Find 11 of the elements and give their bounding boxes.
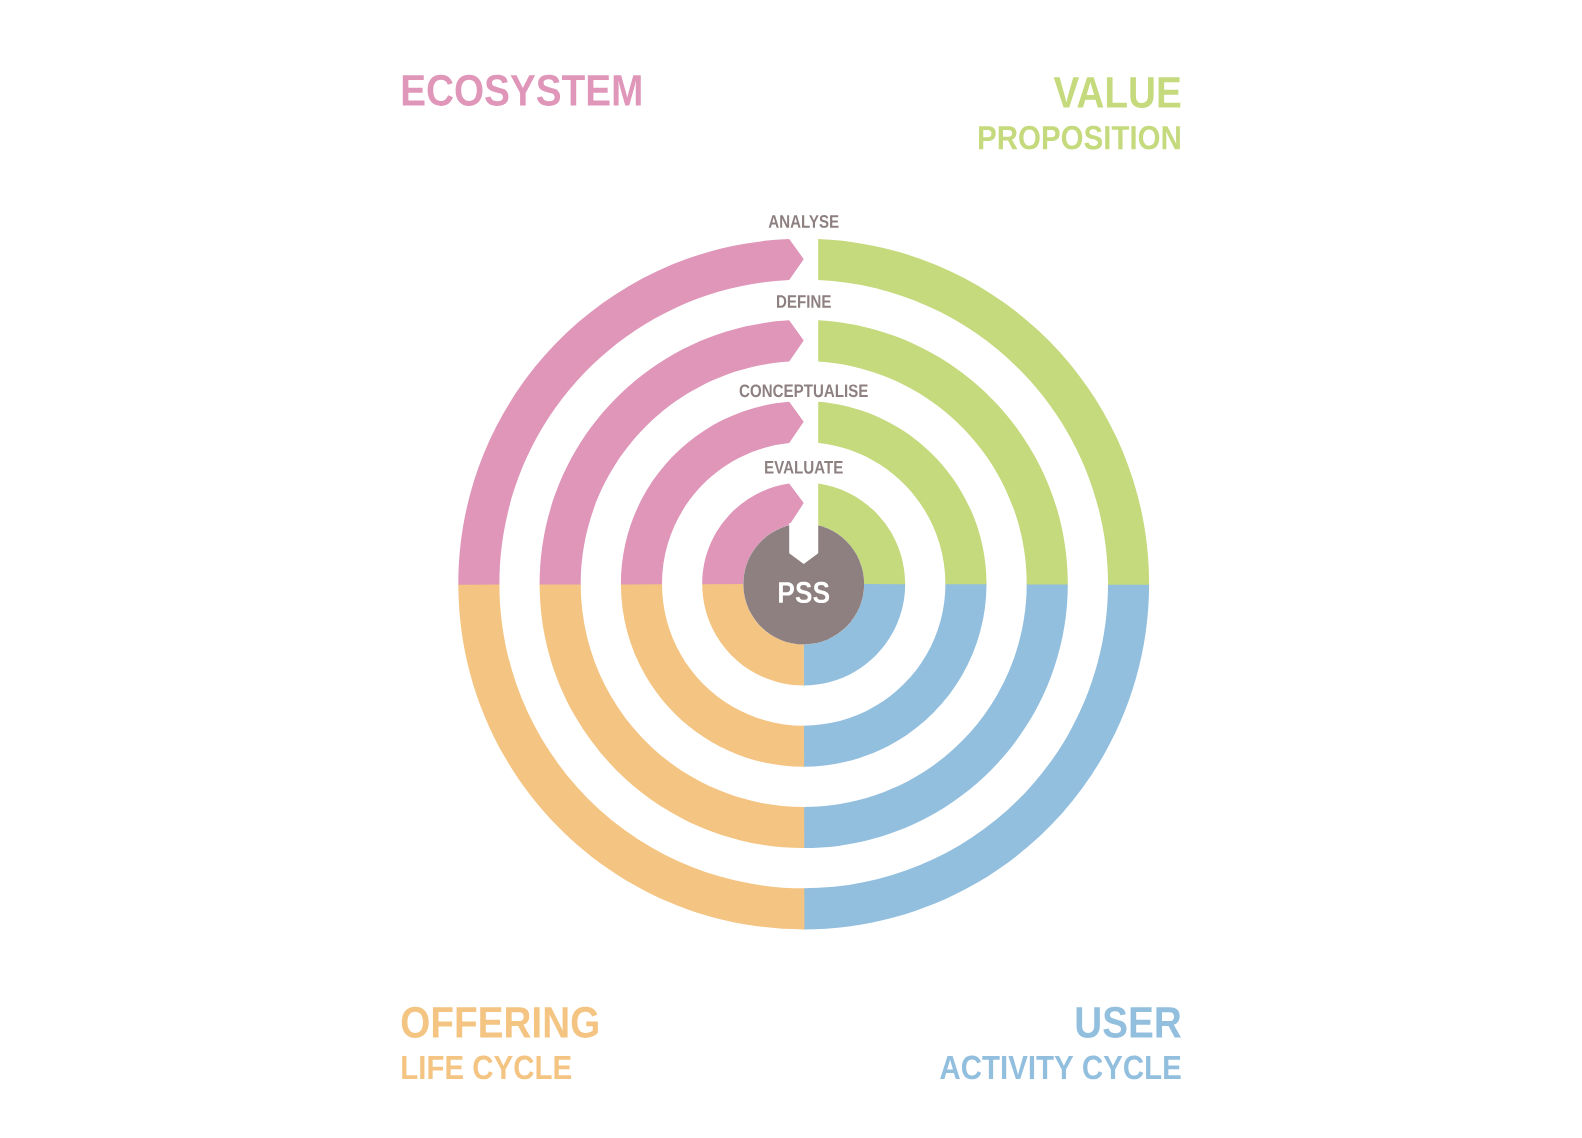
subheading: LIFE CYCLE xyxy=(402,1055,571,1080)
node-label: EVALUATE xyxy=(765,461,843,474)
heading: OFFERING xyxy=(401,1006,598,1038)
node-label: CONCEPTUALISE xyxy=(739,384,868,398)
heading: USER xyxy=(1076,1006,1181,1038)
subheading: PROPOSITION xyxy=(979,125,1180,150)
heading: VALUE xyxy=(1053,77,1181,108)
node-label: DEFINE xyxy=(776,295,831,308)
heading: ECOSYSTEM xyxy=(402,74,641,106)
node-label: ANALYSE xyxy=(768,215,839,228)
subheading: ACTIVITY CYCLE xyxy=(940,1055,1181,1080)
